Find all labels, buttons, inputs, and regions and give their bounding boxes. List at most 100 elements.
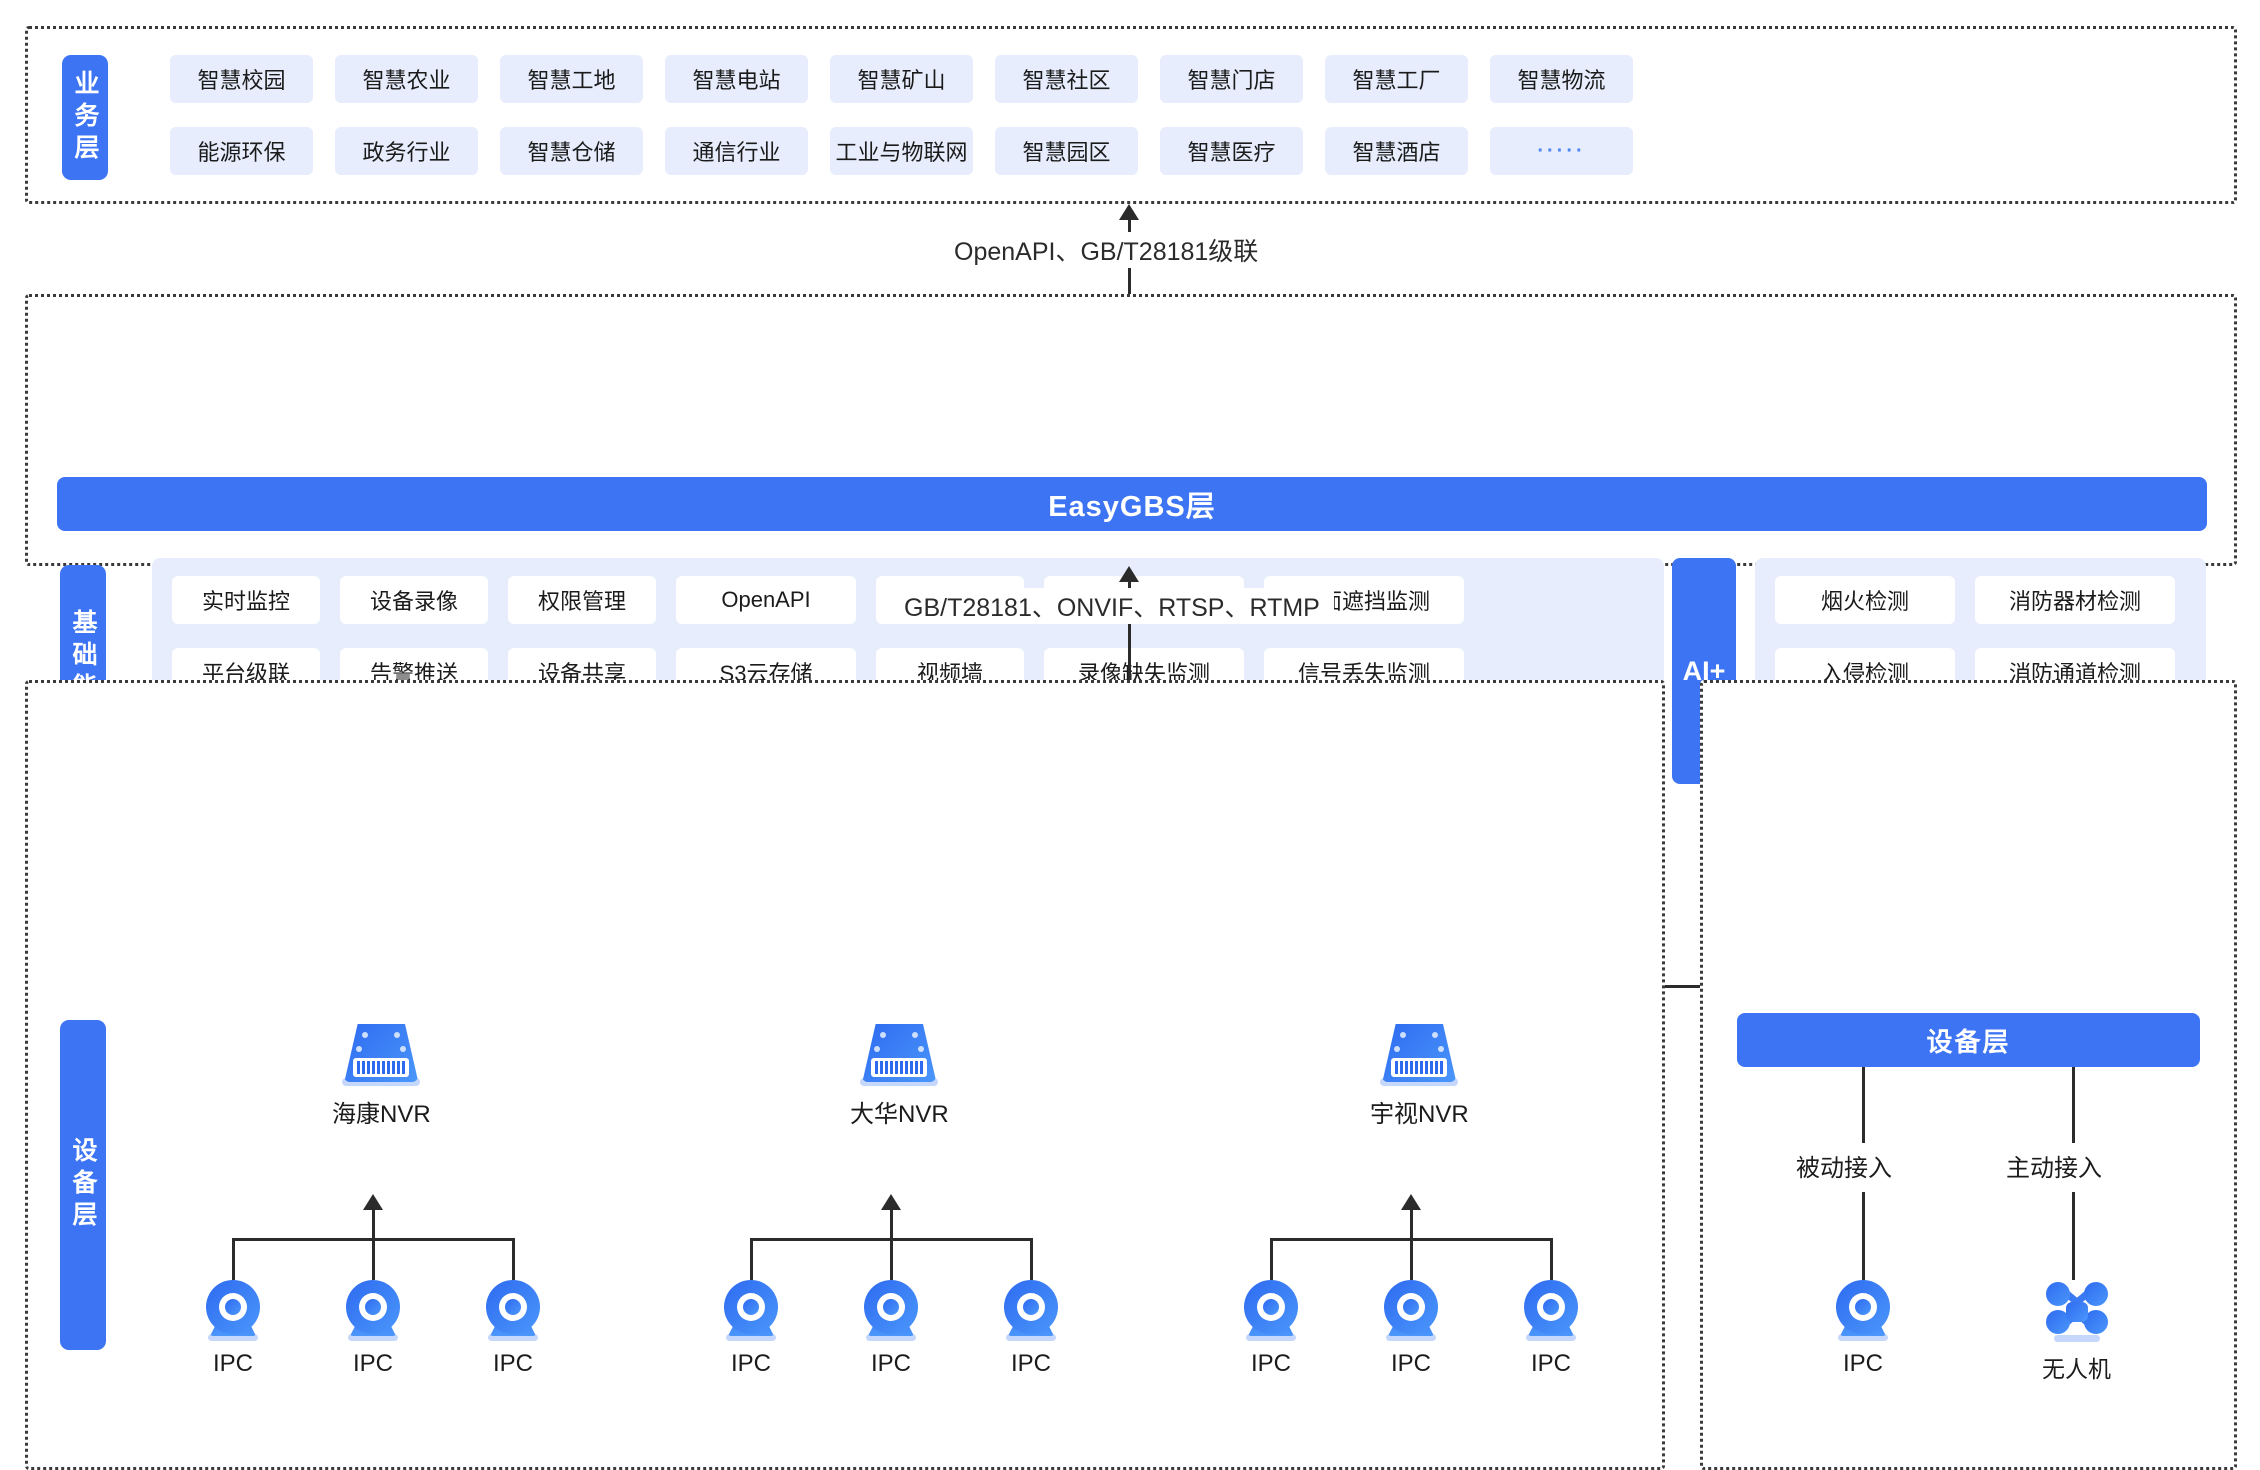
camera-icon [1832,1280,1894,1342]
ai-capability-item[interactable]: 消防器材检测 [1975,576,2175,624]
passive-access-line-top [1862,1067,1865,1143]
connector-arrow-head [1119,204,1139,220]
nvr-2-camera-drop-3 [1030,1238,1033,1280]
nvr-node[interactable]: 宇视NVR [1370,1022,1469,1129]
nvr-icon [1378,1022,1460,1086]
business-row-1: 智慧校园 智慧农业 智慧工地 智慧电站 智慧矿山 智慧社区 智慧门店 智慧工厂 … [170,55,1633,103]
nvr-1-camera-drop-2 [372,1238,375,1280]
capability-item[interactable]: 实时监控 [172,576,320,624]
nvr-1-camera-drop-1 [232,1238,235,1280]
camera-label: IPC [730,1350,771,1377]
drone-node[interactable]: 无人机 [2042,1280,2111,1384]
nvr-3-camera-drop-2 [1410,1238,1413,1280]
camera-label: IPC [1390,1350,1431,1377]
camera-node[interactable]: IPC [342,1280,404,1378]
connector-top-label: OpenAPI、GB/T28181级联 [940,232,1273,268]
business-chip[interactable]: 智慧酒店 [1325,127,1468,175]
camera-node[interactable]: IPC [1520,1280,1582,1378]
camera-icon [342,1280,404,1342]
camera-node[interactable]: IPC [1000,1280,1062,1378]
nvr-2-camera-drop-1 [750,1238,753,1280]
camera-icon [1000,1280,1062,1342]
nvr-3-camera-drop-1 [1270,1238,1273,1280]
business-row-2: 能源环保 政务行业 智慧仓储 通信行业 工业与物联网 智慧园区 智慧医疗 智慧酒… [170,127,1633,175]
business-chip[interactable]: 智慧园区 [995,127,1138,175]
nvr-2-arrow-stem [890,1208,893,1240]
passive-access-label: 被动接入 [1790,1148,1898,1183]
camera-label: IPC [870,1350,911,1377]
nvr-node[interactable]: 大华NVR [850,1022,949,1129]
drone-label: 无人机 [2042,1356,2111,1382]
ai-capability-row-1: 烟火检测 消防器材检测 [1775,576,2186,624]
active-access-line-bottom [2072,1192,2075,1280]
device-layer-right-frame [1700,680,2237,1470]
nvr-1-arrow-stem [372,1208,375,1240]
capability-item[interactable]: OpenAPI [676,576,856,624]
camera-label: IPC [1842,1350,1883,1377]
device-layer-side-label: 设备层 [60,1020,106,1350]
camera-node[interactable]: IPC [202,1280,264,1378]
business-chip[interactable]: 智慧工厂 [1325,55,1468,103]
drone-icon [2045,1280,2108,1342]
nvr-node[interactable]: 海康NVR [332,1022,431,1129]
camera-node[interactable]: IPC [1380,1280,1442,1378]
business-layer-side-label: 业务层 [62,55,108,180]
device-connector-stem-lower [1128,624,1131,734]
business-chip[interactable]: 智慧电站 [665,55,808,103]
capability-item[interactable]: 权限管理 [508,576,656,624]
nvr-icon [858,1022,940,1086]
capability-item[interactable]: 设备录像 [340,576,488,624]
camera-icon [482,1280,544,1342]
camera-node[interactable]: IPC [860,1280,922,1378]
nvr-2-camera-drop-2 [890,1238,893,1280]
camera-label: IPC [352,1350,393,1377]
business-chip-more[interactable]: ····· [1490,127,1633,175]
business-chip[interactable]: 能源环保 [170,127,313,175]
camera-node-passive[interactable]: IPC [1832,1280,1894,1378]
camera-node[interactable]: IPC [482,1280,544,1378]
camera-label: IPC [492,1350,533,1377]
passive-access-line-bottom [1862,1192,1865,1280]
camera-label: IPC [212,1350,253,1377]
business-chip[interactable]: 智慧门店 [1160,55,1303,103]
business-chip[interactable]: 智慧医疗 [1160,127,1303,175]
business-chip[interactable]: 智慧仓储 [500,127,643,175]
nvr-label: 宇视NVR [1370,1101,1469,1128]
camera-icon [720,1280,782,1342]
business-chip[interactable]: 工业与物联网 [830,127,973,175]
camera-label: IPC [1250,1350,1291,1377]
nvr-1-camera-drop-3 [512,1238,515,1280]
nvr-label: 大华NVR [850,1101,949,1128]
camera-label: IPC [1010,1350,1051,1377]
easygbs-layer-title: EasyGBS层 [57,477,2207,531]
nvr-2-arrow-head [881,1194,901,1210]
camera-node[interactable]: IPC [1240,1280,1302,1378]
business-chip[interactable]: 政务行业 [335,127,478,175]
nvr-icon [340,1022,422,1086]
business-chip[interactable]: 通信行业 [665,127,808,175]
business-chip[interactable]: 智慧社区 [995,55,1138,103]
business-layer-frame [25,26,2237,204]
camera-icon [860,1280,922,1342]
business-chip[interactable]: 智慧矿山 [830,55,973,103]
camera-label: IPC [1530,1350,1571,1377]
nvr-3-arrow-stem [1410,1208,1413,1240]
camera-icon [1520,1280,1582,1342]
active-access-label: 主动接入 [2000,1148,2108,1183]
nvr-label: 海康NVR [332,1101,431,1128]
business-chip[interactable]: 智慧校园 [170,55,313,103]
camera-icon [202,1280,264,1342]
business-chip[interactable]: 智慧农业 [335,55,478,103]
device-layer-title: 设备层 [1737,1013,2200,1067]
camera-node[interactable]: IPC [720,1280,782,1378]
business-chip[interactable]: 智慧工地 [500,55,643,103]
nvr-3-camera-drop-3 [1550,1238,1553,1280]
business-chip[interactable]: 智慧物流 [1490,55,1633,103]
ai-capability-item[interactable]: 烟火检测 [1775,576,1955,624]
active-access-line-top [2072,1067,2075,1143]
device-connector-arrow-head [1119,566,1139,582]
camera-icon [1380,1280,1442,1342]
nvr-3-arrow-head [1401,1194,1421,1210]
nvr-1-arrow-head [363,1194,383,1210]
